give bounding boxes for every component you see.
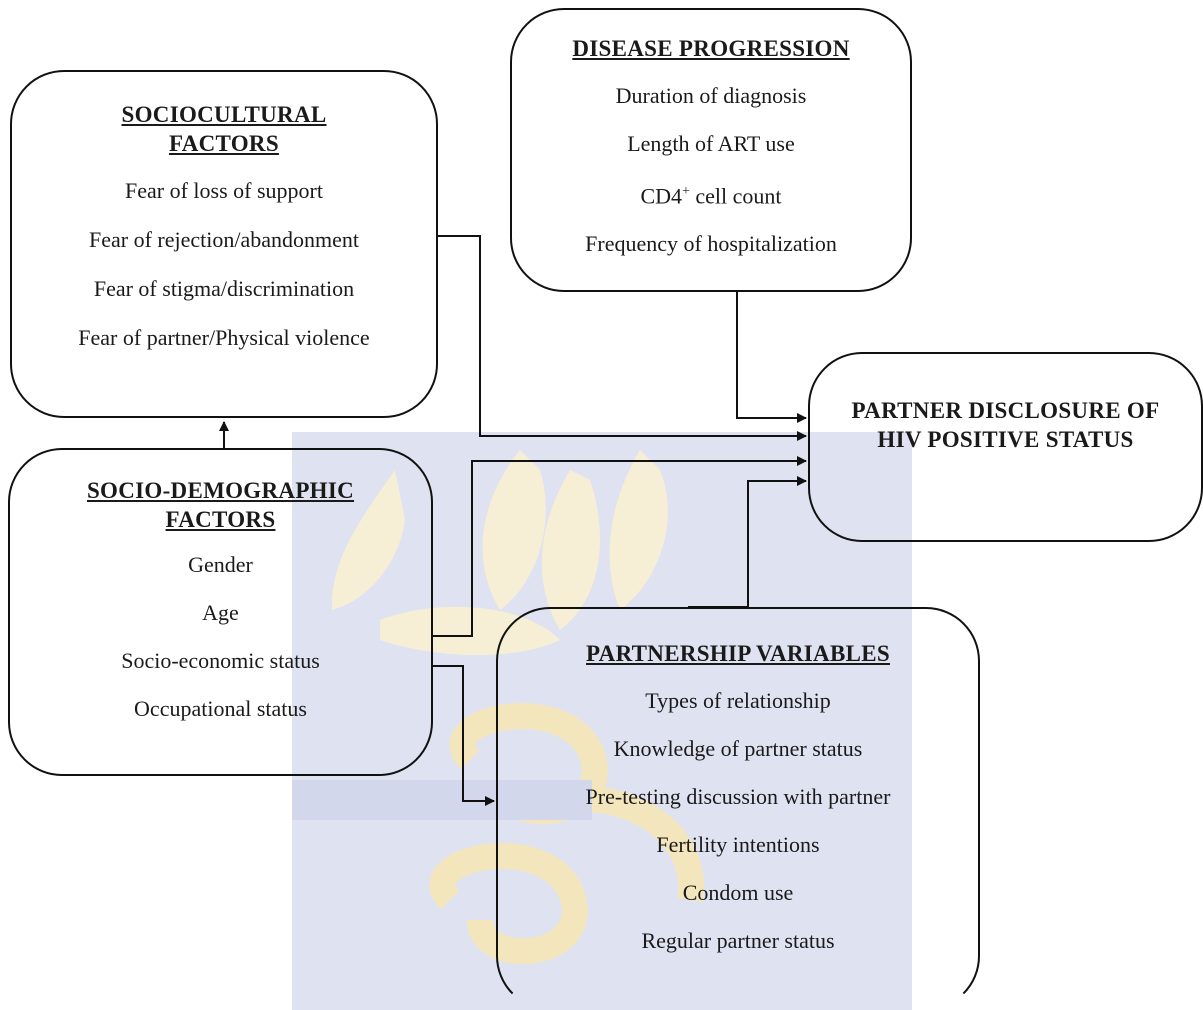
disease-progression-item: Length of ART use — [627, 131, 795, 156]
arrow-disease-to-outcome — [736, 292, 807, 423]
sociocultural-factors-box: SOCIOCULTURAL FACTORS Fear of loss of su… — [10, 70, 438, 418]
outcome-title: PARTNER DISCLOSURE OF HIV POSITIVE STATU… — [851, 398, 1160, 452]
partnership-item: Regular partner status — [641, 928, 835, 953]
partner-disclosure-outcome-box: PARTNER DISCLOSURE OF HIV POSITIVE STATU… — [808, 352, 1203, 542]
disease-progression-item-cd4: CD4+ cell count — [512, 179, 910, 209]
cd4-superscript: + — [682, 184, 690, 199]
sociocultural-item: Fear of partner/Physical violence — [78, 325, 370, 350]
disease-progression-item: Duration of diagnosis — [615, 83, 807, 108]
sociocultural-item: Fear of stigma/discrimination — [93, 276, 355, 301]
socio-demographic-item: Socio-economic status — [121, 648, 320, 673]
disease-progression-box: DISEASE PROGRESSION Duration of diagnosi… — [510, 8, 912, 292]
socio-demographic-factors-box: SOCIO-DEMOGRAPHIC FACTORS Gender Age Soc… — [8, 448, 433, 776]
partnership-title: PARTNERSHIP VARIABLES — [586, 641, 890, 666]
sociocultural-title: SOCIOCULTURAL FACTORS — [121, 102, 327, 156]
arrow-sociodemographic-to-outcome — [433, 456, 807, 637]
arrow-sociodemographic-to-partnership — [433, 665, 495, 806]
sociocultural-item: Fear of loss of support — [125, 178, 323, 203]
socio-demographic-item: Occupational status — [134, 696, 307, 721]
partnership-item: Types of relationship — [645, 688, 831, 713]
socio-demographic-item: Age — [202, 600, 239, 625]
disease-progression-item: Frequency of hospitalization — [585, 231, 837, 257]
watermark-blue-band — [292, 780, 592, 820]
sociocultural-item: Fear of rejection/abandonment — [88, 227, 359, 252]
socio-demographic-title: SOCIO-DEMOGRAPHIC FACTORS — [86, 478, 355, 532]
arrow-sociocultural-to-outcome — [438, 235, 807, 441]
cd4-suffix: cell count — [689, 183, 782, 209]
partnership-item: Fertility intentions — [656, 832, 820, 857]
socio-demographic-item: Gender — [188, 552, 253, 577]
partnership-item: Pre-testing discussion with partner — [585, 784, 891, 809]
disease-progression-title: DISEASE PROGRESSION — [572, 36, 850, 61]
arrow-partnership-to-outcome — [688, 476, 807, 608]
partnership-item: Condom use — [682, 880, 794, 905]
cd4-label: CD4 — [640, 183, 682, 209]
partnership-item: Knowledge of partner status — [613, 736, 863, 761]
